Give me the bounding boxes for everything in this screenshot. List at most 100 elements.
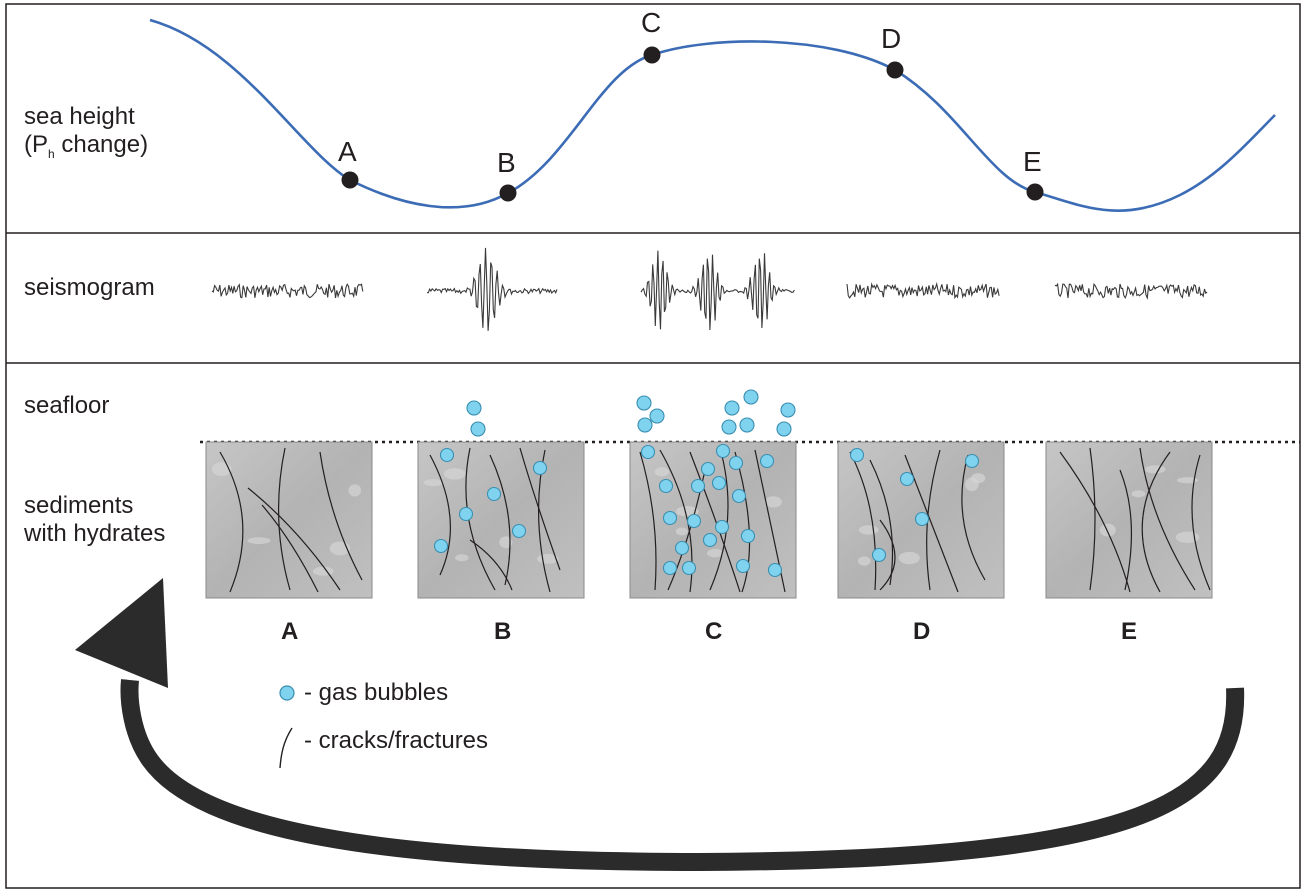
sediment-texture bbox=[1131, 490, 1146, 498]
wave-point-label-c: C bbox=[641, 7, 662, 38]
crack-line bbox=[709, 447, 729, 591]
sediment-texture bbox=[455, 554, 469, 562]
cycle-arrow-shaft bbox=[120, 679, 1245, 872]
sediment-texture bbox=[1176, 477, 1198, 484]
sediment-texture bbox=[1099, 523, 1116, 537]
sea-height-line1: sea height bbox=[24, 103, 135, 130]
sediment-texture bbox=[211, 462, 232, 476]
gas-bubble bbox=[640, 444, 656, 460]
sediment-texture bbox=[707, 549, 724, 558]
crack-line bbox=[961, 454, 986, 581]
panel-caption-a: A bbox=[281, 618, 299, 645]
wave-point-markers bbox=[341, 46, 1044, 202]
gas-bubble bbox=[433, 538, 449, 554]
gas-bubble bbox=[731, 488, 747, 504]
crack-line bbox=[219, 451, 244, 593]
wave-point-dot-a bbox=[341, 171, 359, 189]
sediments-line1: sediments bbox=[24, 492, 134, 519]
gas-bubble bbox=[686, 513, 702, 529]
gas-bubble bbox=[439, 447, 455, 463]
sediment-texture bbox=[1144, 465, 1166, 474]
gas-bubble bbox=[470, 421, 486, 437]
crack-line bbox=[1141, 451, 1171, 593]
legend-gas-bubbles: - gas bubbles bbox=[304, 679, 449, 706]
seismogram-traces bbox=[211, 247, 1208, 331]
gas-bubble bbox=[466, 400, 482, 416]
sediment-block-a bbox=[205, 441, 373, 599]
sediment-texture bbox=[443, 468, 466, 480]
panel-caption-d: D bbox=[913, 618, 931, 645]
sediment-panel-b bbox=[417, 441, 585, 599]
wave-point-dot-b bbox=[499, 184, 517, 202]
sediment-texture bbox=[971, 473, 986, 484]
gas-bubble bbox=[674, 540, 690, 556]
gas-bubble bbox=[681, 560, 697, 576]
crack-line bbox=[519, 447, 561, 571]
wave-point-label-a: A bbox=[338, 136, 357, 167]
gas-bubble bbox=[532, 460, 548, 476]
crack-line bbox=[319, 451, 363, 581]
sediment-texture bbox=[654, 467, 669, 477]
seismogram-trace-a bbox=[211, 283, 364, 299]
gas-bubble bbox=[739, 417, 755, 433]
seismogram-trace-e bbox=[1054, 282, 1208, 300]
sediment-texture bbox=[1175, 531, 1200, 543]
row-label-seafloor: seafloor bbox=[24, 392, 110, 419]
wave-point-label-b: B bbox=[497, 147, 516, 178]
row-label-seismogram: seismogram bbox=[24, 274, 155, 301]
crack-line bbox=[489, 454, 511, 586]
wave-point-label-e: E bbox=[1023, 146, 1042, 177]
gas-bubble bbox=[776, 421, 792, 437]
crack-line bbox=[1059, 451, 1131, 593]
crack-line bbox=[879, 519, 896, 591]
sea-height-line2-prefix: (P bbox=[24, 131, 48, 158]
gas-bubble bbox=[914, 511, 930, 527]
gas-bubble bbox=[899, 471, 915, 487]
gas-bubble bbox=[690, 478, 706, 494]
row-label-sediments: sediments with hydrates bbox=[24, 492, 165, 548]
gas-bubble bbox=[636, 395, 652, 411]
wave-point-dot-e bbox=[1026, 183, 1044, 201]
sediment-panel-a bbox=[205, 441, 373, 599]
gas-bubble bbox=[486, 486, 502, 502]
rising-gas-bubbles bbox=[466, 389, 796, 437]
row-label-sea-height: sea height (Ph change) bbox=[24, 103, 148, 168]
gas-bubble bbox=[735, 558, 751, 574]
gas-bubble bbox=[458, 506, 474, 522]
sea-height-line2: (Ph change) bbox=[24, 131, 148, 168]
gas-bubble bbox=[780, 402, 796, 418]
crack-line bbox=[904, 454, 959, 593]
crack-line bbox=[278, 447, 291, 591]
gas-bubble bbox=[759, 453, 775, 469]
gas-bubble bbox=[658, 478, 674, 494]
crack-line bbox=[849, 451, 877, 591]
sea-height-line2-suffix: change) bbox=[54, 131, 149, 158]
sediment-block-b bbox=[417, 441, 585, 599]
sediments-line2: with hydrates bbox=[24, 520, 166, 547]
sea-height-wave bbox=[149, 18, 1276, 212]
legend-crack-icon bbox=[279, 727, 293, 769]
seismogram-trace-d bbox=[846, 281, 1000, 300]
sediment-block-e bbox=[1045, 441, 1213, 599]
crack-line bbox=[247, 487, 341, 591]
wave-point-dot-c bbox=[643, 46, 661, 64]
crack-line bbox=[754, 449, 786, 593]
gas-bubble bbox=[964, 453, 980, 469]
gas-bubble bbox=[649, 408, 665, 424]
seismogram-trace-c bbox=[640, 250, 795, 331]
legend-bubble-icon bbox=[279, 685, 295, 701]
figure-frame bbox=[5, 3, 1301, 889]
gas-bubble bbox=[714, 519, 730, 535]
gas-bubble bbox=[849, 447, 865, 463]
cycle-arrow-head bbox=[75, 578, 168, 688]
sediment-panel-c bbox=[629, 441, 797, 599]
gas-bubble bbox=[728, 455, 744, 471]
sediment-texture bbox=[858, 525, 879, 535]
gas-bubble bbox=[871, 547, 887, 563]
legend-cracks-fractures: - cracks/fractures bbox=[304, 727, 489, 754]
crack-line bbox=[1139, 447, 1196, 591]
panel-caption-c: C bbox=[705, 618, 723, 645]
sediment-texture bbox=[675, 527, 688, 536]
seismogram-trace-b bbox=[427, 247, 558, 331]
wave-point-dot-d bbox=[886, 61, 904, 79]
